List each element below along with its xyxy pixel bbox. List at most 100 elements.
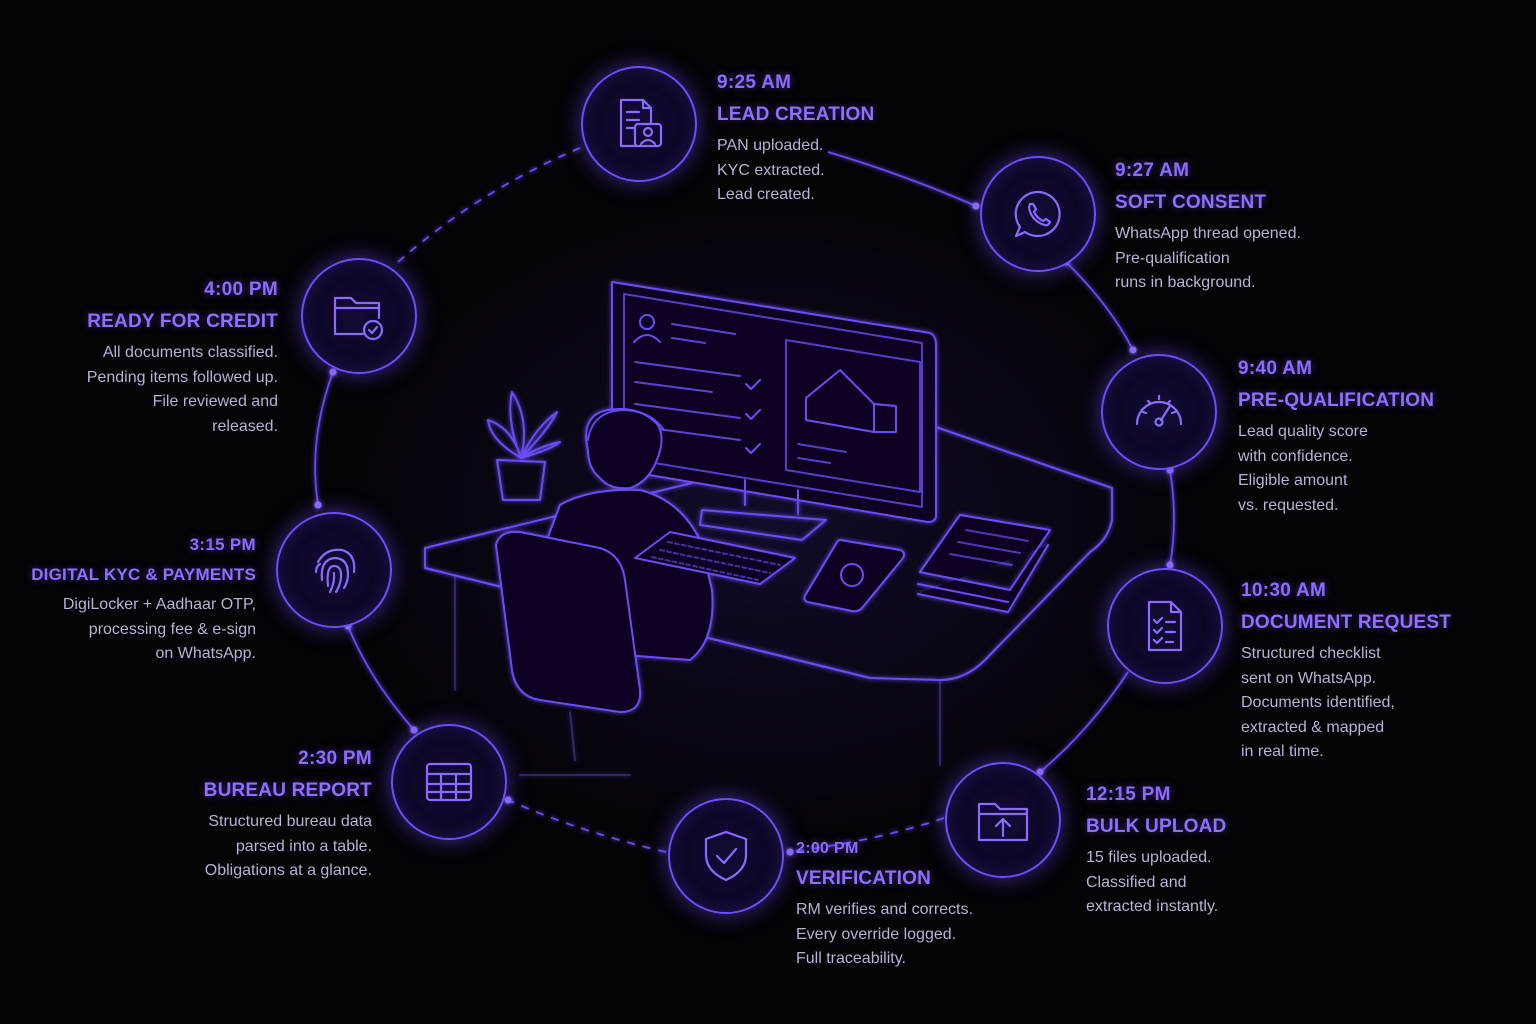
keyboard-keys xyxy=(651,541,781,581)
step-time: 3:15 PM xyxy=(189,535,256,554)
step-description: Structured bureau data parsed into a tab… xyxy=(72,810,372,884)
folder-upload-icon xyxy=(977,802,1029,842)
screen-avatar-body xyxy=(633,334,661,343)
step-description: DigiLocker + Aadhaar OTP, processing fee… xyxy=(0,593,256,667)
bulk-upload-node xyxy=(945,762,1061,878)
ready-for-credit-node xyxy=(301,258,417,374)
step-description: PAN uploaded. KYC extracted. Lead create… xyxy=(717,134,1017,208)
step-description: Lead quality score with confidence. Elig… xyxy=(1238,420,1536,518)
step-line: Pre-qualification xyxy=(1115,249,1230,267)
step-line: File reviewed and xyxy=(152,393,278,410)
fingerprint-icon xyxy=(314,548,356,594)
bureau-report-label: 2:30 PM BUREAU REPORT Structured bureau … xyxy=(72,748,372,884)
pre-qualification-node xyxy=(1101,354,1217,470)
connector-kyc-to-credit xyxy=(314,371,334,506)
connector-dot xyxy=(1166,561,1174,569)
step-title: BULK UPLOAD xyxy=(1086,816,1227,837)
step-line: Full traceability. xyxy=(796,950,906,967)
phone-chat-icon xyxy=(840,563,864,587)
step-line: Structured bureau data xyxy=(208,813,372,830)
step-time: 12:15 PM xyxy=(1086,784,1171,805)
connector-consent-to-prequal xyxy=(1065,261,1134,351)
step-line: parsed into a table. xyxy=(235,837,372,855)
step-time: 2:30 PM xyxy=(298,748,372,769)
keyboard xyxy=(634,531,796,585)
screen-lines xyxy=(634,323,741,441)
step-line: Obligations at a glance. xyxy=(204,862,372,879)
lead-document-icon xyxy=(619,98,663,148)
connector-bureau-to-kyc xyxy=(347,625,415,731)
step-line: on WhatsApp. xyxy=(155,645,257,662)
shield-check-icon xyxy=(704,830,748,882)
step-time: 10:30 AM xyxy=(1241,580,1327,601)
step-line: Lead created. xyxy=(717,186,815,203)
digital-kyc-label: 3:15 PM DIGITAL KYC & PAYMENTS DigiLocke… xyxy=(0,535,256,667)
bulk-upload-label: 12:15 PM BULK UPLOAD 15 files uploaded. … xyxy=(1086,784,1386,920)
step-title: READY FOR CREDIT xyxy=(87,311,278,332)
verification-label: 2:00 PM VERIFICATION RM verifies and cor… xyxy=(796,840,1096,972)
step-line: DigiLocker + Aadhaar OTP, xyxy=(62,596,256,613)
step-line: runs in background. xyxy=(1115,274,1256,291)
desk-leg xyxy=(454,574,941,766)
screen-checks xyxy=(745,379,761,454)
checklist-icon xyxy=(1147,600,1183,652)
soft-consent-label: 9:27 AM SOFT CONSENT WhatsApp thread ope… xyxy=(1115,160,1415,296)
bureau-report-node xyxy=(391,724,507,840)
step-line: Structured checklist xyxy=(1241,645,1381,662)
screen-panel-lines xyxy=(797,443,847,464)
step-title: DOCUMENT REQUEST xyxy=(1241,612,1452,633)
monitor-stand xyxy=(699,479,827,541)
folder-check-icon xyxy=(333,296,384,341)
screen-house xyxy=(805,369,897,433)
digital-kyc-node xyxy=(276,512,392,628)
step-title: SOFT CONSENT xyxy=(1115,192,1267,213)
step-line: Every override logged. xyxy=(796,925,957,943)
step-line: released. xyxy=(212,417,278,435)
step-time: 9:40 AM xyxy=(1238,358,1313,379)
step-line: with confidence. xyxy=(1238,447,1353,465)
document-request-node xyxy=(1107,568,1223,684)
lead-creation-label: 9:25 AM LEAD CREATION PAN uploaded. KYC … xyxy=(717,72,1017,208)
connector-verification-to-bureau xyxy=(507,799,667,853)
step-line: Classified and xyxy=(1086,873,1187,891)
connector-dot xyxy=(786,848,794,856)
table-icon xyxy=(425,762,473,802)
ready-for-credit-label: 4:00 PM READY FOR CREDIT All documents c… xyxy=(0,279,278,439)
step-title: LEAD CREATION xyxy=(717,104,875,125)
step-line: Eligible amount xyxy=(1238,472,1348,489)
connector-dot xyxy=(1129,346,1137,354)
step-line: WhatsApp thread opened. xyxy=(1115,225,1301,242)
connector-dot xyxy=(504,796,512,804)
paper-lines xyxy=(949,529,1029,566)
step-line: 15 files uploaded. xyxy=(1086,849,1212,866)
connector-lead-to-consent xyxy=(827,151,977,207)
document-request-label: 10:30 AM DOCUMENT REQUEST Structured che… xyxy=(1241,580,1536,765)
connector-docrequest-to-bulkupload xyxy=(1039,671,1129,773)
step-line: RM verifies and corrects. xyxy=(796,901,973,918)
step-line: Documents identified, xyxy=(1241,694,1395,711)
step-description: 15 files uploaded. Classified and extrac… xyxy=(1086,846,1386,920)
step-line: extracted instantly. xyxy=(1086,898,1219,915)
step-description: All documents classified. Pending items … xyxy=(0,341,278,439)
step-line: All documents classified. xyxy=(102,344,278,361)
step-line: Lead quality score xyxy=(1238,423,1368,440)
pre-qualification-label: 9:40 AM PRE-QUALIFICATION Lead quality s… xyxy=(1238,358,1536,518)
step-time: 2:00 PM xyxy=(796,840,859,857)
person-head xyxy=(585,408,663,490)
step-title: VERIFICATION xyxy=(796,868,932,889)
step-description: RM verifies and corrects. Every override… xyxy=(796,898,1096,972)
chair-back xyxy=(495,530,642,713)
step-line: PAN uploaded. xyxy=(717,137,824,154)
step-line: Pending items followed up. xyxy=(86,368,278,386)
step-description: Structured checklist sent on WhatsApp. D… xyxy=(1241,642,1536,765)
step-line: processing fee & e-sign xyxy=(88,620,256,638)
soft-consent-node xyxy=(980,156,1096,272)
person-hair xyxy=(587,409,665,441)
chair-base xyxy=(519,711,631,776)
lead-creation-node xyxy=(581,66,697,182)
monitor-screen xyxy=(623,293,923,508)
whatsapp-icon xyxy=(1014,190,1061,238)
screen-panel xyxy=(785,339,921,493)
